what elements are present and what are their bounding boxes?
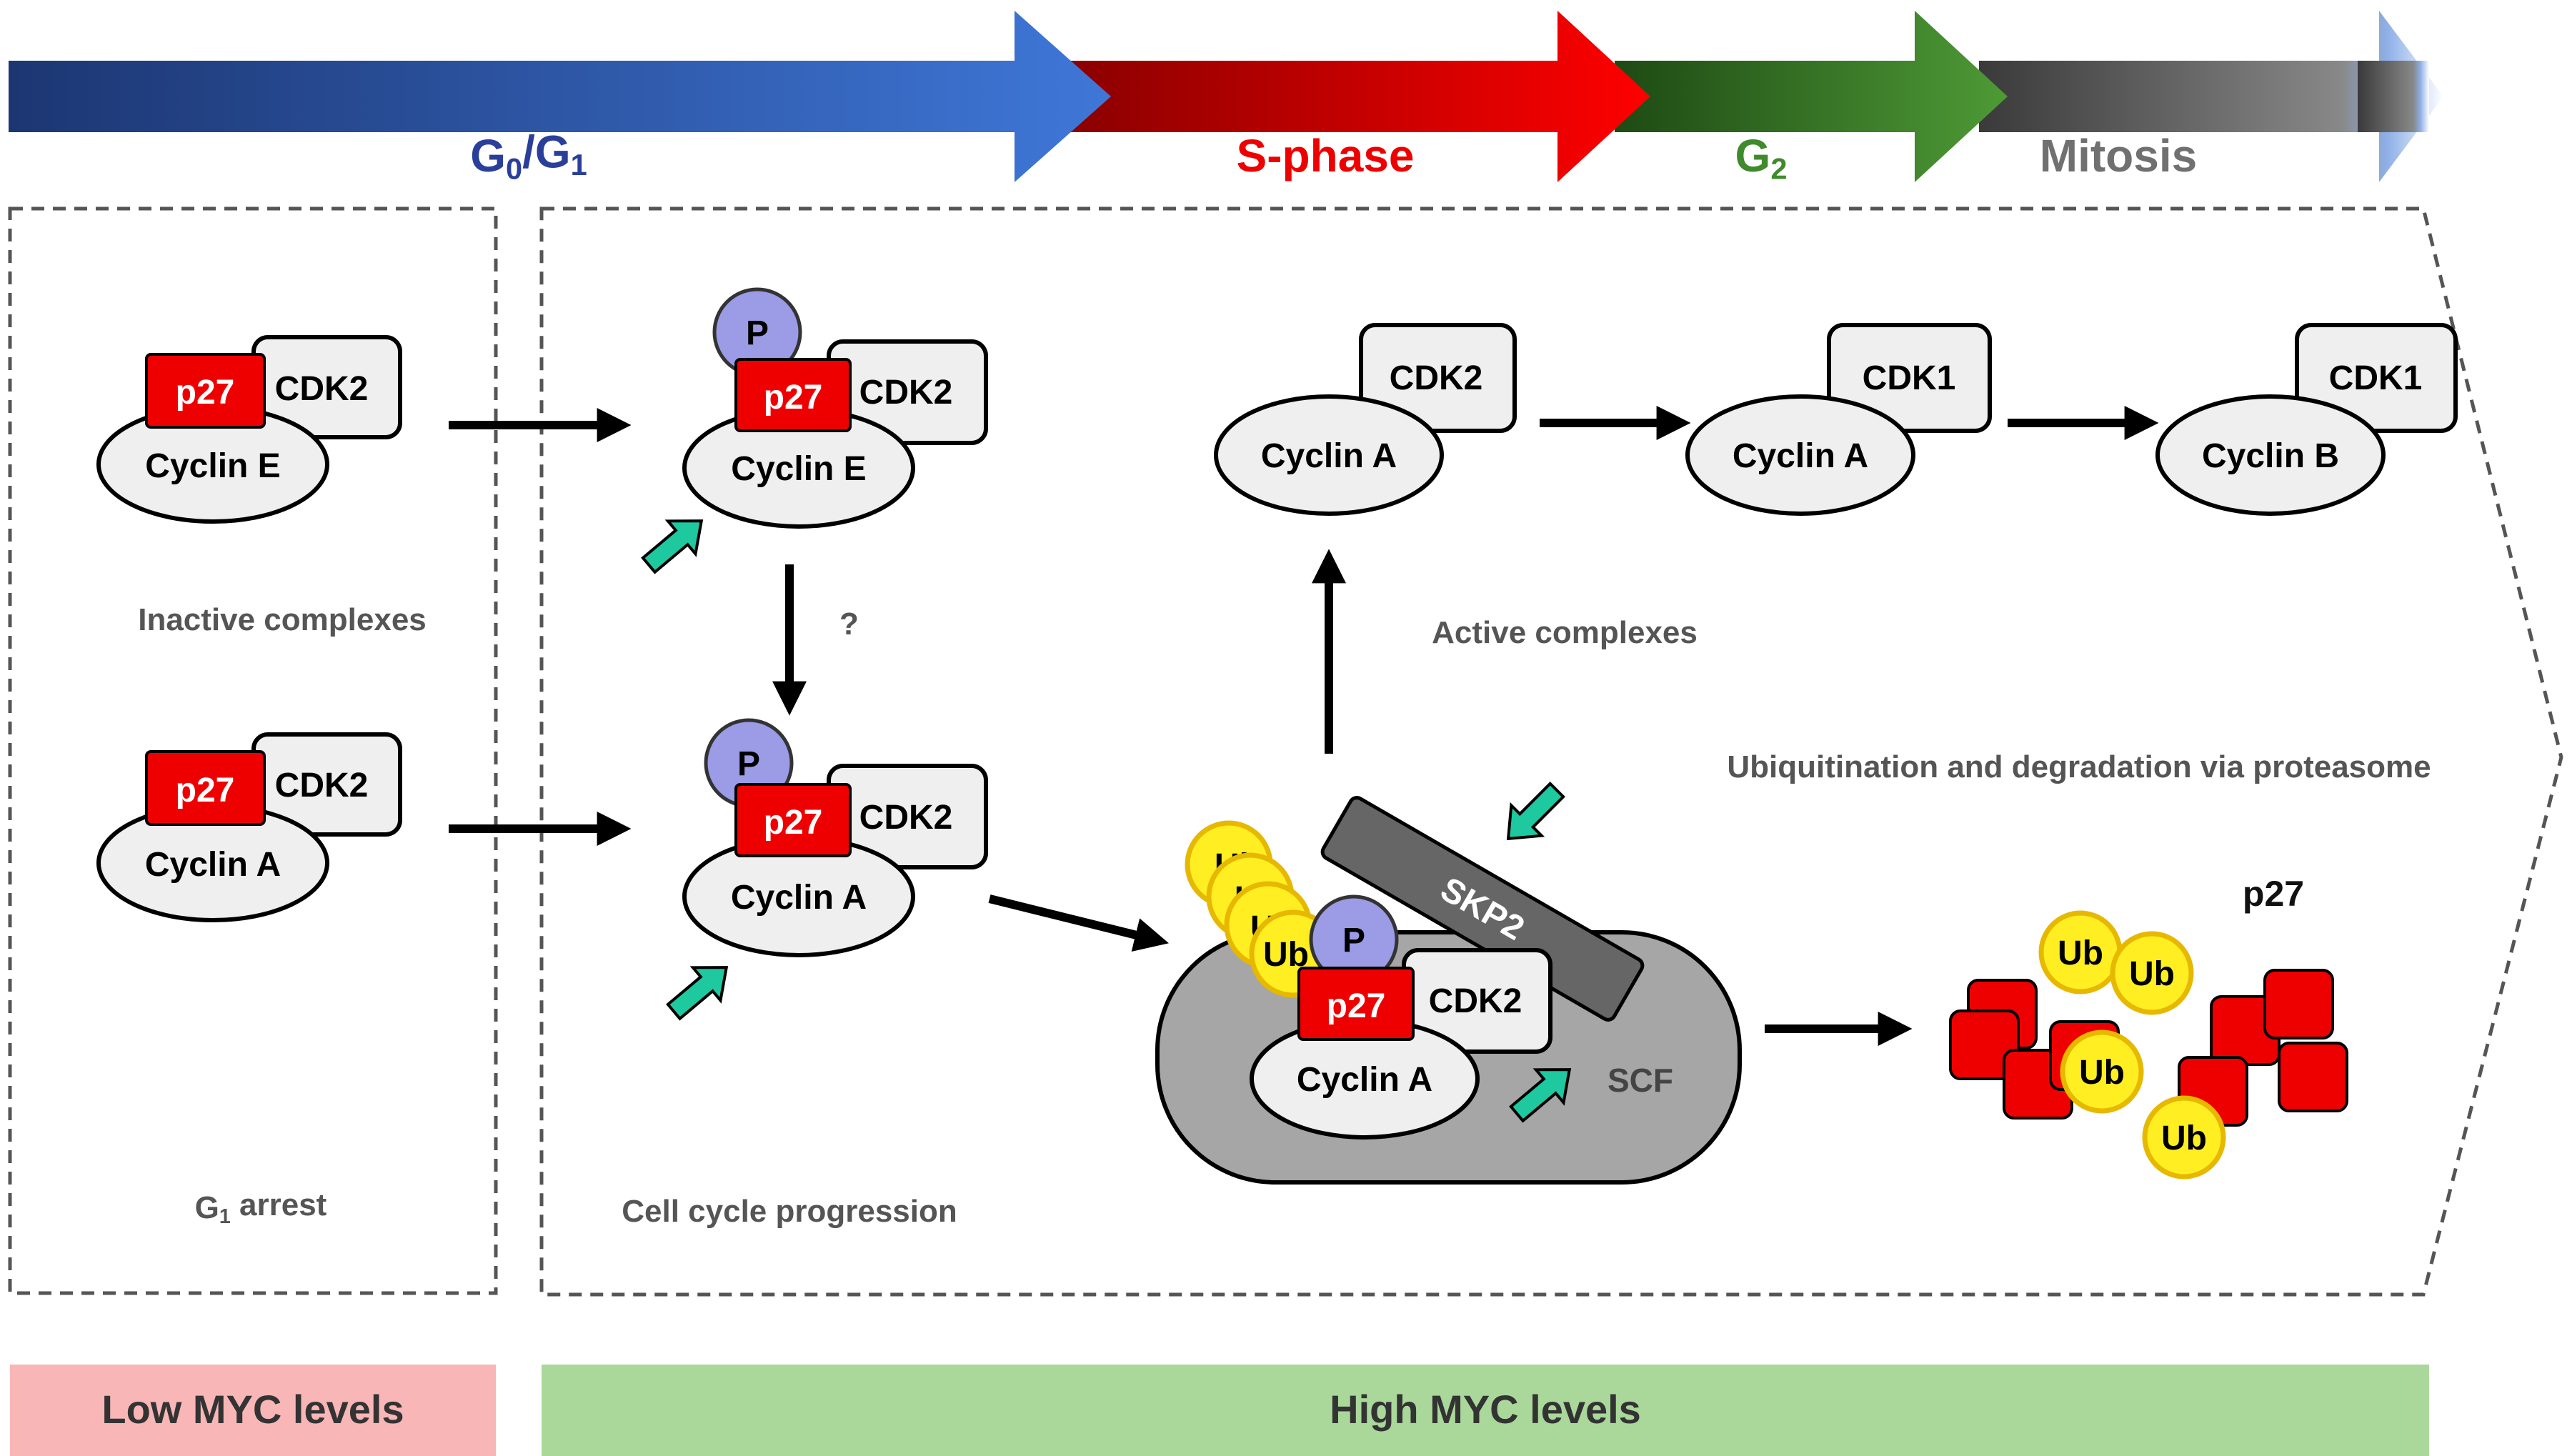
phase-bar	[9, 11, 2443, 182]
ub-label: Ub	[2058, 934, 2103, 972]
p27-box	[734, 358, 852, 432]
cyclin-a-label: Cyclin A	[1297, 1061, 1432, 1099]
cyclin-b-ellipse	[2155, 394, 2386, 516]
phospho-label: P	[746, 314, 769, 352]
p27-box	[145, 353, 266, 429]
cdk1-box	[1827, 323, 1992, 433]
low-myc-bar	[10, 1365, 496, 1456]
high-myc-panel	[539, 206, 2563, 1297]
upregulation-arrow-icon	[1506, 782, 1565, 841]
phase-label-g2: G2​	[1735, 130, 1788, 185]
cdk1-label: CDK1	[2329, 359, 2423, 397]
ub-label: Ub	[2079, 1054, 2125, 1092]
p27-fragment	[2263, 969, 2334, 1039]
mitosis-arrow	[1979, 11, 2443, 182]
complex-cdk2-cyclin-a-active: CDK2 Cyclin A	[1214, 323, 1517, 516]
p27-label: p27	[176, 374, 235, 412]
cyclin-e-label: Cyclin E	[145, 447, 280, 485]
degraded-p27-fragments: Ub Ub Ub Ub	[1949, 910, 2348, 1180]
phospho-label: P	[1342, 922, 1365, 959]
ub-circle	[2060, 1029, 2144, 1114]
complex-cdk1-cyclin-b-active: CDK1 Cyclin B	[2155, 323, 2458, 516]
upregulation-arrow-icon	[666, 966, 729, 1021]
p27-degraded-label: p27	[2243, 874, 2304, 914]
high-myc-bar	[542, 1365, 2429, 1456]
cyclin-b-label: Cyclin B	[2202, 437, 2339, 475]
high-myc-label: High MYC levels	[1330, 1387, 1641, 1432]
cdk2-label: CDK2	[859, 374, 953, 412]
p27-label: p27	[1327, 987, 1386, 1025]
cyclin-a-ellipse	[1214, 394, 1444, 516]
cdk2-label: CDK2	[859, 799, 953, 837]
question-mark: ?	[839, 607, 859, 642]
cyclin-a-label: Cyclin A	[1733, 437, 1868, 475]
g1-arrest-label: G1​ arrest	[195, 1187, 327, 1228]
g2-arrow	[1615, 11, 2008, 182]
low-myc-label: Low MYC levels	[101, 1387, 404, 1432]
ub-label: Ub	[2129, 955, 2175, 993]
mitosis-tail	[2358, 61, 2429, 132]
complex-phospho-p27-cyclin-e: P CDK2 Cyclin E p27	[682, 287, 988, 529]
cdk1-box	[2295, 323, 2458, 433]
arrow-to-scf	[988, 894, 1169, 952]
cyclin-a-label: Cyclin A	[731, 879, 867, 917]
cell-cycle-progression-label: Cell cycle progression	[622, 1194, 957, 1229]
upregulation-arrow-icon	[1509, 1068, 1572, 1123]
p27-fragment	[2278, 1042, 2348, 1112]
complex-p27-cdk2-cyclin-a-inactive: CDK2 Cyclin A p27	[96, 732, 402, 922]
cdk2-label: CDK2	[275, 767, 369, 804]
p27-label: p27	[764, 804, 823, 842]
cdk2-label: CDK2	[1429, 982, 1522, 1020]
phospho-label: P	[737, 745, 760, 783]
p27-label: p27	[176, 772, 235, 809]
p27-box	[145, 750, 266, 826]
complex-p27-cdk2-cyclin-e-inactive: CDK2 Cyclin E p27	[96, 335, 402, 524]
ub-circle	[2110, 931, 2194, 1015]
cdk1-label: CDK1	[1863, 359, 1956, 397]
complex-cdk1-cyclin-a-active: CDK1 Cyclin A	[1685, 323, 1992, 516]
active-complexes-label: Active complexes	[1432, 615, 1698, 650]
cdk2-label: CDK2	[1390, 359, 1483, 397]
scf-label: SCF	[1608, 1062, 1673, 1099]
ubiquitination-label: Ubiquitination and degradation via prote…	[1727, 749, 2431, 784]
skp2-bar	[1320, 796, 1645, 1022]
cyclin-a-label: Cyclin A	[145, 846, 281, 884]
cyclin-a-ellipse	[1685, 394, 1915, 516]
ub-label: Ub	[2161, 1120, 2207, 1157]
scf-complex: SCF SKP2 Ub Ub Ub Ub P CDK2 Cyclin A p27	[1155, 796, 1742, 1185]
phase-label-mitosis: Mitosis	[2040, 130, 2197, 181]
cyclin-e-label: Cyclin E	[731, 450, 866, 488]
ub-circle	[2142, 1095, 2226, 1180]
phase-label-g0g1: G0​/G1​	[470, 126, 587, 185]
p27-label: p27	[764, 379, 823, 417]
upregulation-arrow-icon	[641, 519, 704, 574]
low-myc-panel	[8, 206, 498, 1295]
phase-label-s: S-phase	[1237, 130, 1415, 181]
cyclin-a-label: Cyclin A	[1261, 437, 1397, 475]
g0g1-arrow	[9, 11, 1111, 182]
cdk2-label: CDK2	[275, 370, 369, 408]
p27-box	[1297, 967, 1415, 1041]
inactive-complexes-label: Inactive complexes	[138, 602, 427, 637]
cdk2-box	[1359, 323, 1517, 433]
p27-box	[734, 783, 852, 857]
s-phase-arrow	[1065, 11, 1650, 182]
p27-fragment	[1949, 1009, 2020, 1080]
complex-phospho-p27-cyclin-a: P CDK2 Cyclin A p27	[682, 718, 988, 957]
